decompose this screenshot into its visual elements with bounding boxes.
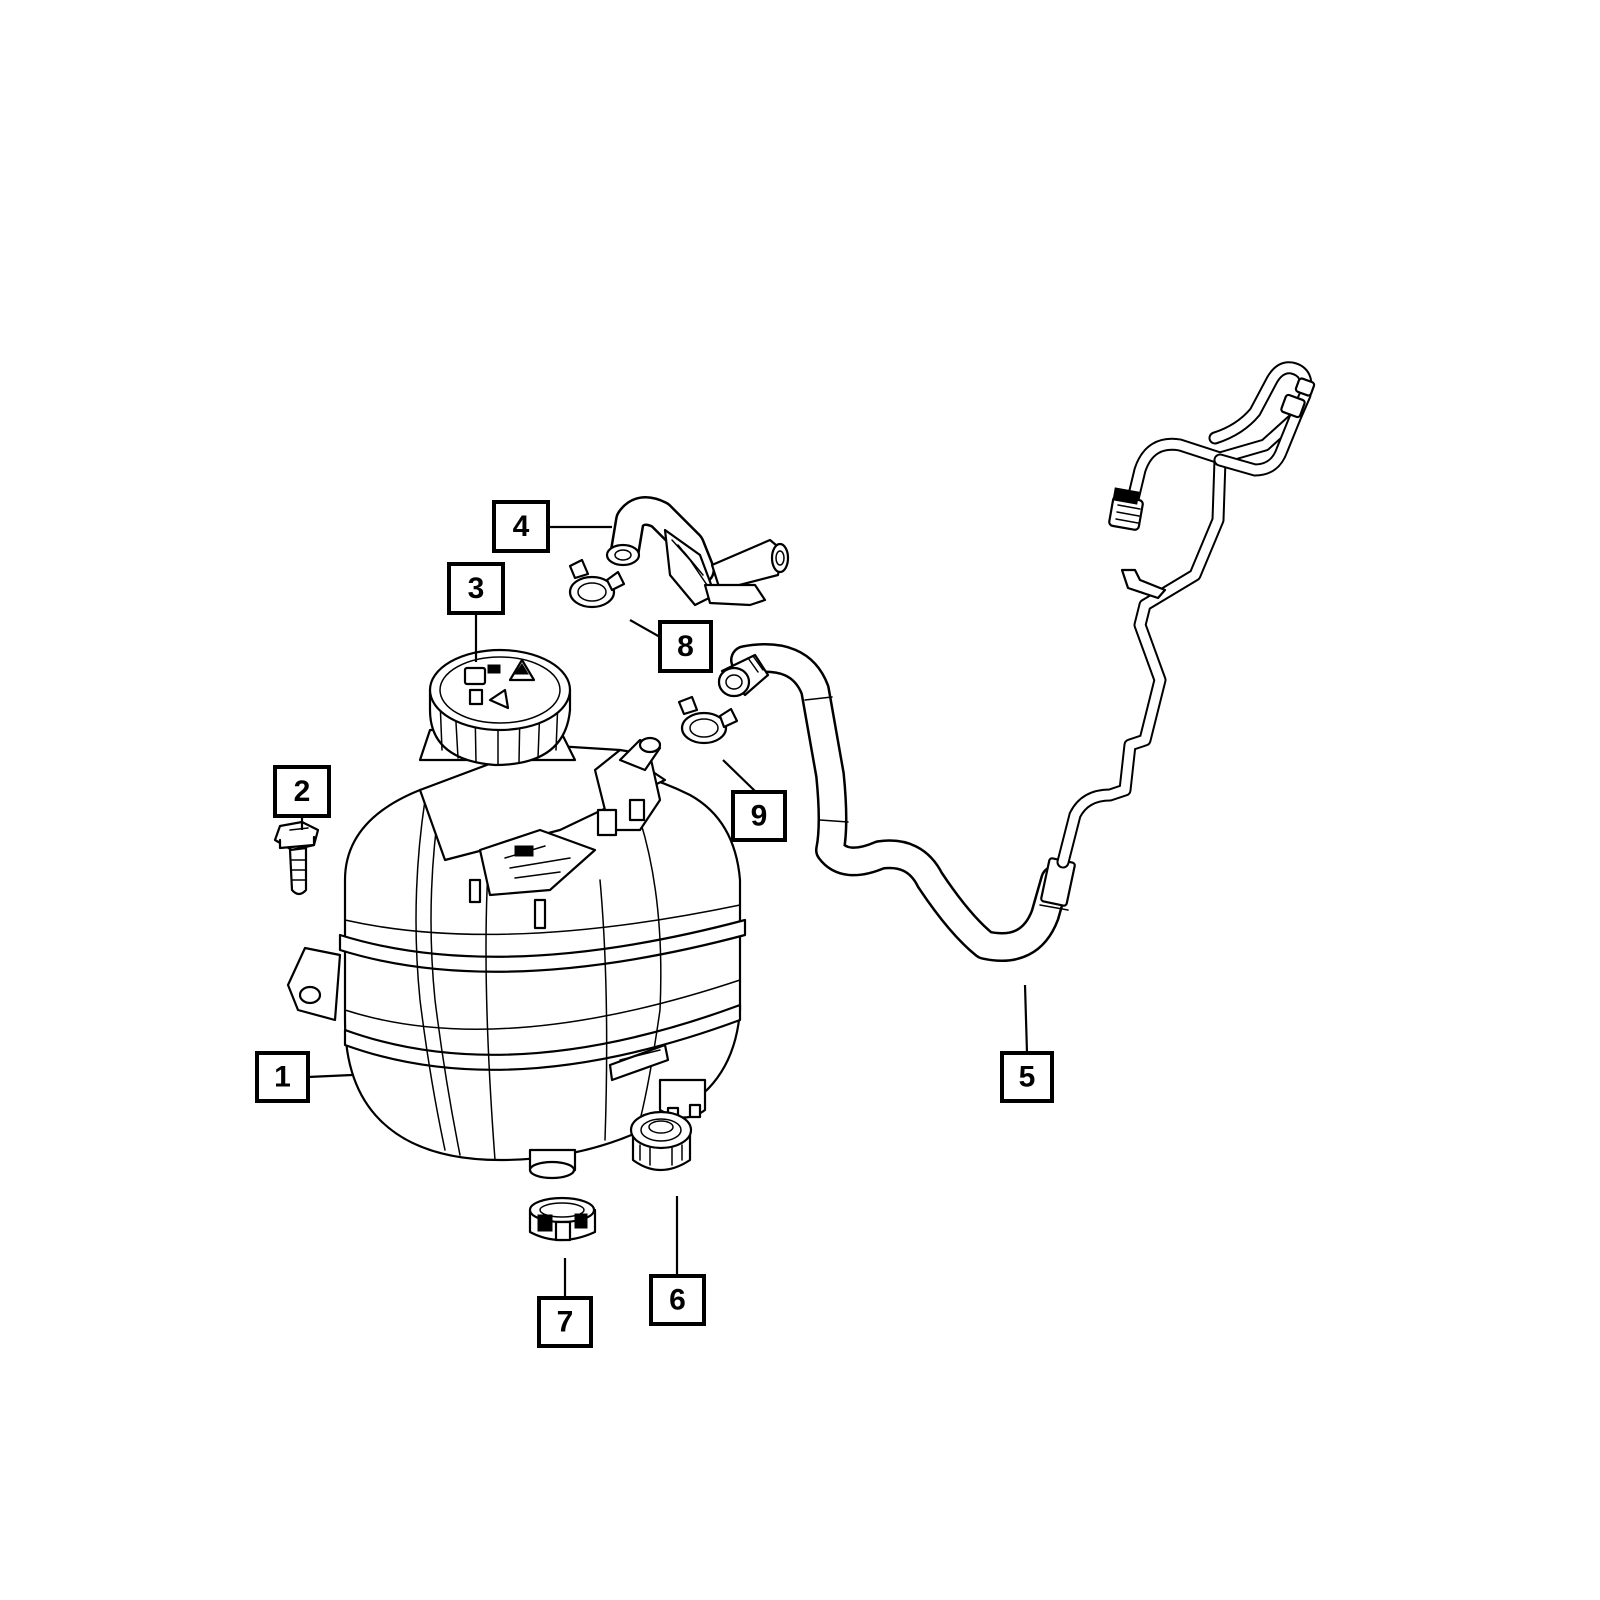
callout-1-label: 1 (274, 1061, 291, 1094)
hose-clamp-8[interactable] (568, 558, 626, 609)
callout-6: 6 (649, 1274, 706, 1326)
bolt[interactable] (273, 820, 320, 896)
callout-7: 7 (537, 1296, 593, 1348)
callout-8-label: 8 (677, 630, 694, 663)
callout-7-label: 7 (557, 1306, 574, 1339)
callout-2: 2 (273, 765, 331, 818)
callout-5-label: 5 (1019, 1061, 1036, 1094)
vent-hose[interactable] (605, 496, 790, 607)
callout-3-label: 3 (468, 572, 485, 605)
callout-4: 4 (492, 500, 550, 553)
callout-5: 5 (1000, 1051, 1054, 1103)
callout-6-label: 6 (669, 1284, 686, 1317)
coolant-reservoir[interactable] (286, 728, 747, 1180)
pressure-cap[interactable] (428, 648, 572, 767)
leader-8 (629, 619, 661, 638)
callout-9: 9 (731, 790, 787, 842)
callout-3: 3 (447, 562, 505, 615)
leader-9 (722, 759, 757, 793)
callout-8: 8 (658, 620, 713, 673)
hose-clamp-7[interactable] (528, 1196, 597, 1242)
leader-lines (300, 525, 1029, 1298)
callout-1: 1 (255, 1051, 310, 1103)
callout-2-label: 2 (294, 775, 311, 808)
callout-4-label: 4 (513, 510, 530, 543)
leader-5 (1023, 984, 1029, 1054)
callout-9-label: 9 (751, 800, 768, 833)
drain-plug[interactable] (629, 1110, 693, 1171)
hose-clamp-9[interactable] (677, 695, 739, 745)
leader-1 (307, 1073, 353, 1079)
supply-hose[interactable] (717, 361, 1316, 962)
